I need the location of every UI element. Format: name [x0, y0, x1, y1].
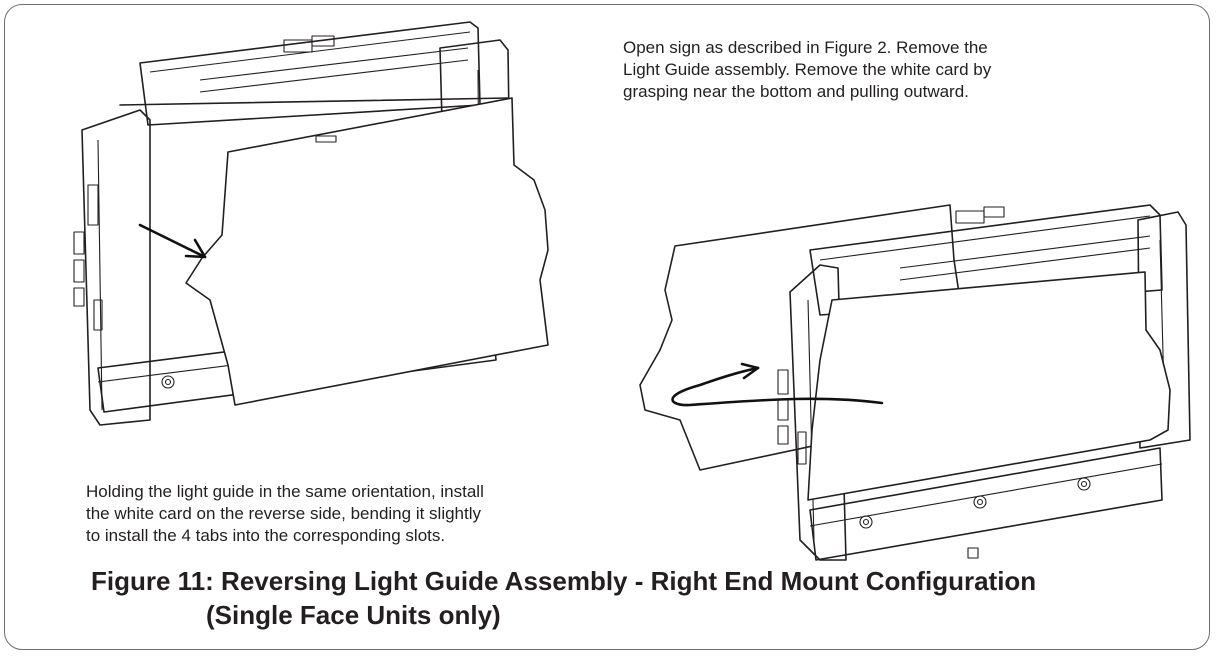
install-instruction-line: Holding the light guide in the same orie…	[86, 482, 484, 501]
figure-caption-subtitle: (Single Face Units only)	[206, 600, 501, 630]
figure-caption: Figure 11: Reversing Light Guide Assembl…	[0, 564, 1219, 632]
removal-instruction-line: Open sign as described in Figure 2. Remo…	[623, 38, 988, 57]
figure-caption-title: Figure 11: Reversing Light Guide Assembl…	[91, 566, 1037, 596]
install-instructions: Holding the light guide in the same orie…	[86, 481, 606, 547]
removal-instruction-line: grasping near the bottom and pulling out…	[623, 82, 969, 101]
left-light-guide-assembly	[73, 21, 549, 426]
removal-instruction-line: Light Guide assembly. Remove the white c…	[623, 60, 992, 79]
right-light-guide-assembly	[639, 204, 1191, 561]
install-instruction-line: the white card on the reverse side, bend…	[86, 504, 482, 523]
install-arrow	[671, 366, 884, 407]
figure-frame	[4, 4, 1210, 650]
removal-instructions: Open sign as described in Figure 2. Remo…	[623, 37, 1163, 103]
install-instruction-line: to install the 4 tabs into the correspon…	[86, 526, 446, 545]
removal-arrow	[138, 223, 207, 259]
